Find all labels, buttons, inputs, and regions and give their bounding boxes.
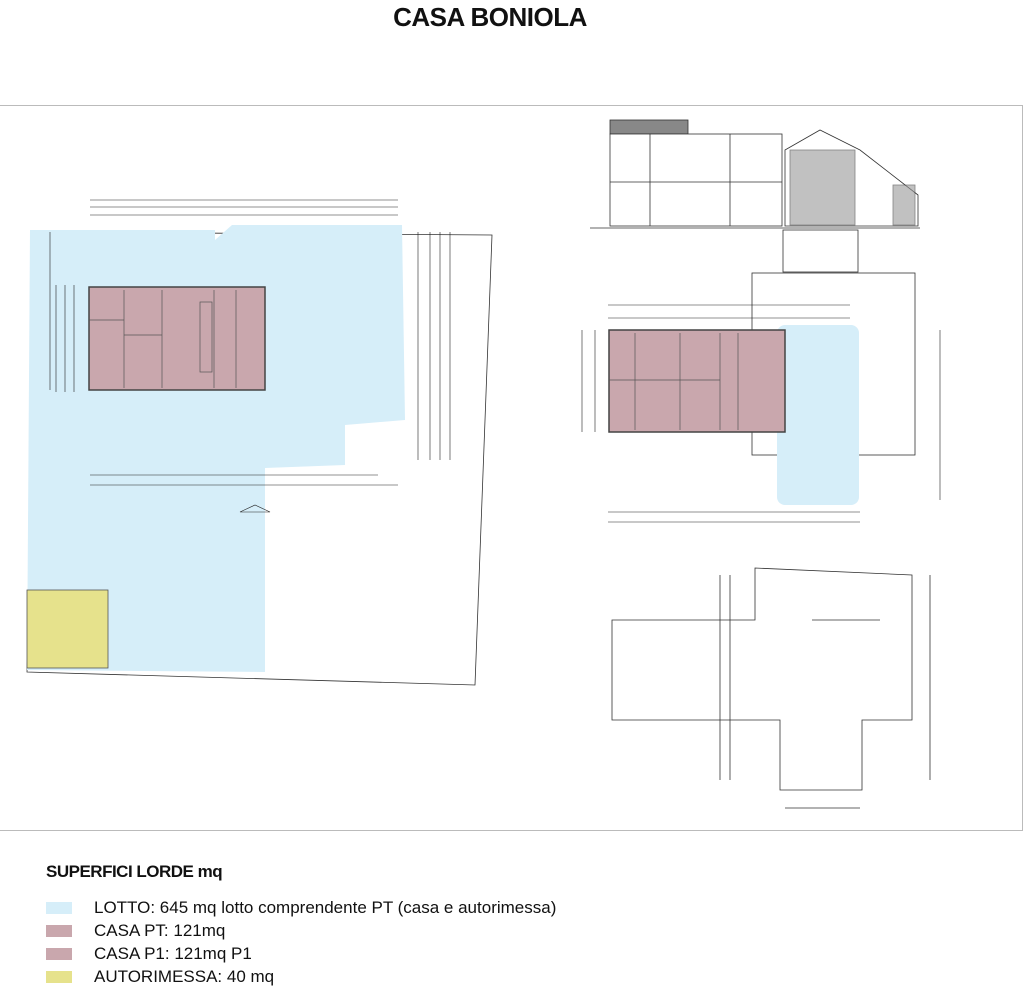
- legend-item-lotto: LOTTO: 645 mq lotto comprendente PT (cas…: [46, 896, 556, 919]
- legend-swatch: [46, 970, 72, 983]
- first-floor-plan: [581, 272, 941, 523]
- legend: SUPERFICI LORDE mq LOTTO: 645 mq lotto c…: [46, 862, 556, 988]
- legend-swatch: [46, 924, 72, 937]
- architectural-drawing: [26, 119, 941, 809]
- legend-heading: SUPERFICI LORDE mq: [46, 862, 223, 881]
- site-plan-ground-floor: [26, 199, 493, 686]
- legend-item-autorimessa: AUTORIMESSA: 40 mq: [46, 965, 556, 988]
- page-title: CASA BONIOLA: [393, 2, 587, 32]
- section-drawing: [590, 119, 920, 273]
- roof-plan: [611, 567, 931, 809]
- legend-item-casa-p1: CASA P1: 121mq P1: [46, 942, 556, 965]
- legend-label: CASA PT: 121mq: [94, 920, 226, 940]
- legend-swatch: [46, 947, 72, 960]
- legend-item-casa-pt: CASA PT: 121mq: [46, 919, 556, 942]
- legend-label: LOTTO: 645 mq lotto comprendente PT (cas…: [94, 897, 557, 917]
- legend-label: AUTORIMESSA: 40 mq: [94, 966, 275, 986]
- autorimessa-area: [26, 589, 109, 669]
- legend-label: CASA P1: 121mq P1: [94, 943, 252, 963]
- casa-pt-area: [88, 286, 266, 391]
- drawing-sheet-frame: [0, 105, 1023, 831]
- legend-swatch: [46, 901, 72, 914]
- casa-p1-area: [608, 329, 786, 433]
